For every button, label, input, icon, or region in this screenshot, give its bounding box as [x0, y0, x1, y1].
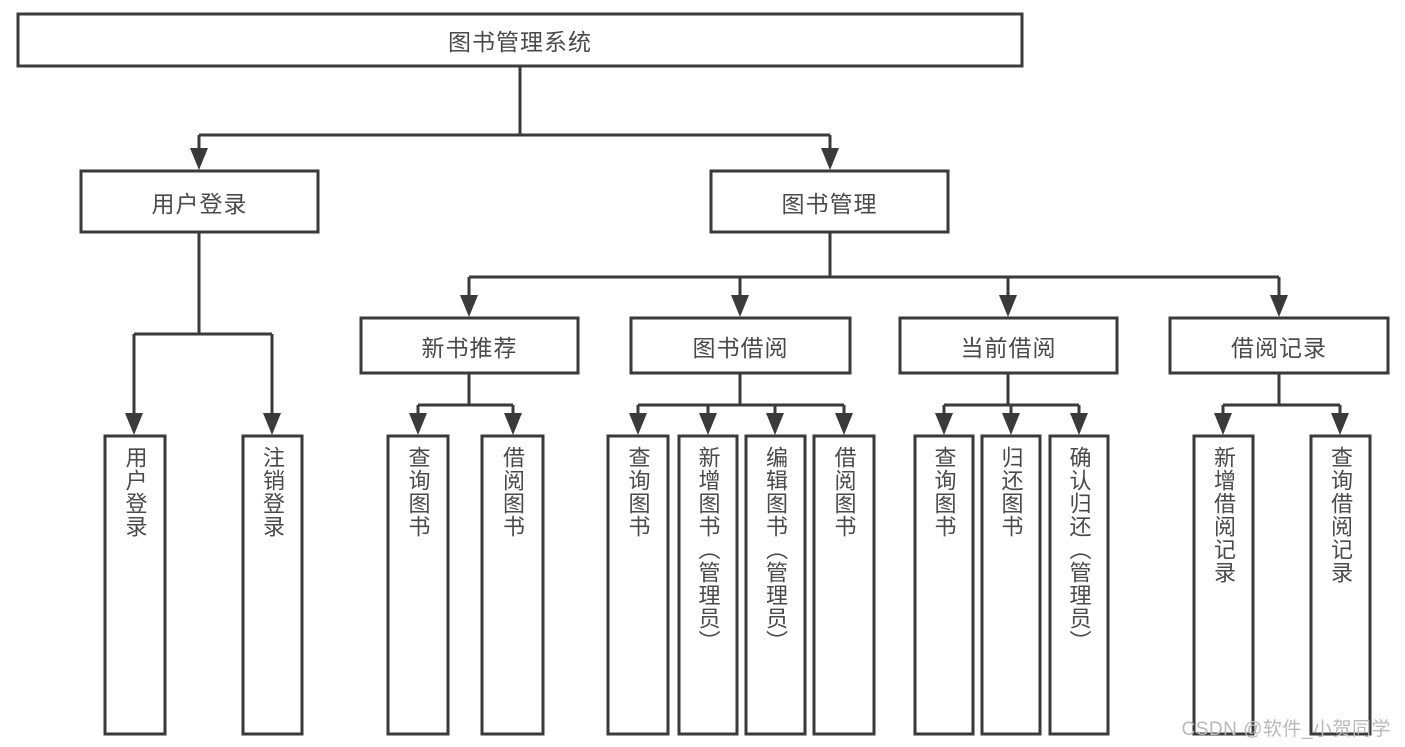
- arrow-head-icon: [1214, 413, 1232, 435]
- arrow-head-icon: [766, 413, 784, 435]
- arrow-head-icon: [504, 413, 522, 435]
- node-box-return-book[interactable]: [980, 434, 1042, 736]
- node-box-book-manage[interactable]: [709, 169, 950, 234]
- node-box-edit-book[interactable]: [744, 434, 807, 736]
- node-box-query-book-3[interactable]: [913, 434, 975, 736]
- node-box-query-book-1[interactable]: [386, 434, 450, 736]
- node-box-borrow-book-1[interactable]: [480, 434, 545, 736]
- node-box-add-borrow-record[interactable]: [1192, 434, 1255, 736]
- arrow-head-icon: [731, 295, 749, 317]
- arrow-head-icon: [460, 295, 478, 317]
- node-box-borrow-book-2[interactable]: [812, 434, 876, 736]
- node-box-layer: [16, 12, 1390, 736]
- arrow-head-icon: [125, 413, 143, 435]
- node-box-user-logout[interactable]: [241, 434, 304, 736]
- arrow-head-icon: [1070, 413, 1088, 435]
- arrow-head-icon: [1270, 295, 1288, 317]
- arrow-head-icon: [821, 148, 839, 170]
- node-box-current-borrow[interactable]: [898, 316, 1119, 375]
- arrow-head-icon: [263, 413, 281, 435]
- arrow-head-icon: [835, 413, 853, 435]
- node-box-book-borrow[interactable]: [629, 316, 852, 375]
- node-box-user-login[interactable]: [79, 169, 320, 234]
- arrow-head-icon: [935, 413, 953, 435]
- arrow-head-icon: [1331, 413, 1349, 435]
- arrow-head-icon: [629, 413, 647, 435]
- node-box-user-login-do[interactable]: [103, 434, 167, 736]
- node-box-confirm-return[interactable]: [1048, 434, 1110, 736]
- node-box-add-book[interactable]: [677, 434, 739, 736]
- node-box-borrow-record[interactable]: [1168, 316, 1390, 375]
- arrow-head-icon: [699, 413, 717, 435]
- arrow-head-icon: [1002, 413, 1020, 435]
- arrow-head-icon: [190, 148, 208, 170]
- arrow-head-icon: [409, 413, 427, 435]
- node-box-new-book-rec[interactable]: [359, 316, 580, 375]
- node-box-query-book-2[interactable]: [606, 434, 670, 736]
- node-box-query-borrow-record[interactable]: [1309, 434, 1372, 736]
- arrow-head-icon: [999, 295, 1017, 317]
- connector-layer: [125, 66, 1349, 435]
- node-box-root[interactable]: [16, 12, 1024, 68]
